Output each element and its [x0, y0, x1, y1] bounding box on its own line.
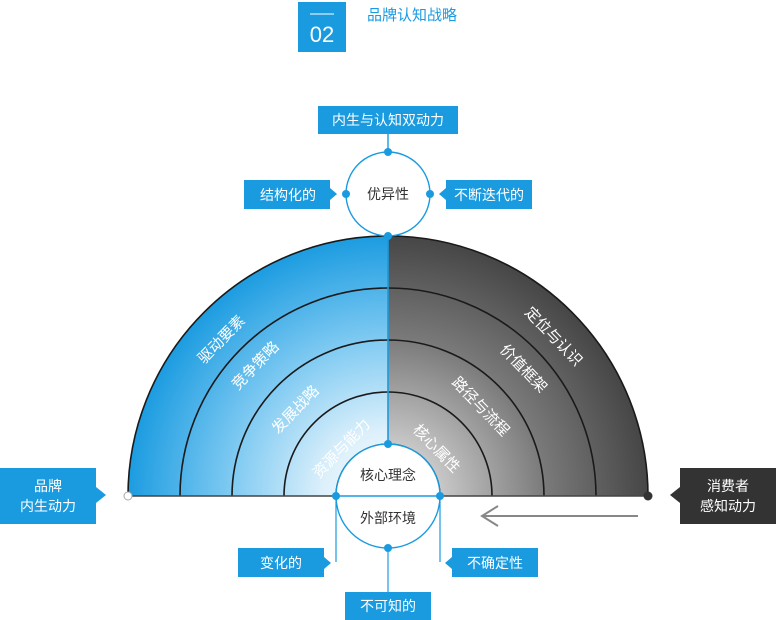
top-right-label-box	[439, 180, 532, 209]
bottom-center-label: 不可知的	[360, 598, 416, 615]
bottom-center-label-box	[345, 592, 431, 620]
left-side-label-box	[0, 468, 106, 524]
right-half-fill	[388, 236, 648, 496]
base-right-dot	[643, 491, 653, 501]
top-circle-dot-left	[342, 190, 350, 198]
left-half-fill	[128, 236, 388, 496]
top-left-label: 结构化的	[260, 188, 316, 204]
bottom-right-label: 不确定性	[467, 556, 523, 572]
bottom-left-label-box	[238, 548, 331, 577]
section-number-badge: 02	[298, 2, 346, 52]
base-left-dot	[123, 491, 133, 501]
top-circle-dot-bottom	[384, 232, 392, 240]
top-circle-label: 优异性	[367, 187, 409, 203]
top-circle-dot-top	[384, 148, 392, 156]
center-upper-label: 核心理念	[360, 467, 416, 484]
bottom-right-label-box	[445, 548, 538, 577]
left-side-label-line-2: 内生动力	[20, 499, 76, 515]
bottom-left-label: 变化的	[260, 556, 302, 572]
section-title: 品牌认知战略	[367, 6, 457, 24]
center-lower-label: 外部环境	[360, 511, 416, 527]
top-circle-dot-right	[426, 190, 434, 198]
top-main-label: 内生与认知双动力	[332, 112, 444, 129]
right-side-label-box	[670, 468, 776, 524]
top-right-label: 不断迭代的	[454, 188, 524, 204]
center-dot-top	[384, 440, 392, 448]
consumer-arrow	[480, 505, 638, 527]
right-side-label-line-2: 感知动力	[700, 498, 756, 515]
right-side-label-line-1: 消费者	[707, 479, 749, 495]
top-main-label-box	[318, 106, 458, 134]
left-side-label-line-1: 品牌	[34, 478, 62, 495]
top-left-label-box	[244, 180, 337, 209]
section-number: 02	[310, 22, 334, 47]
